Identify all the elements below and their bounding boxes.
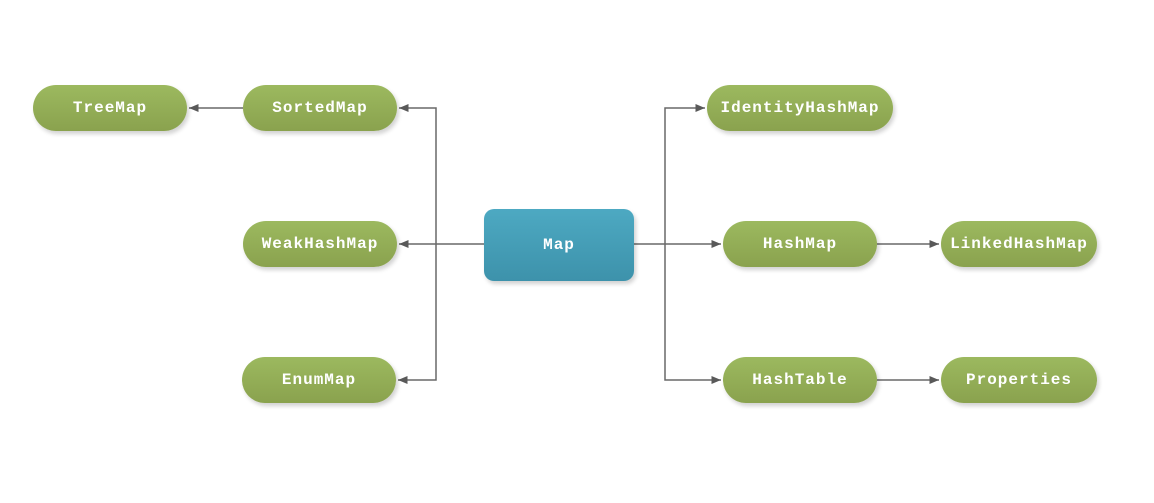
node-label: LinkedHashMap: [950, 235, 1088, 253]
edge-map-to-enummap: [398, 244, 437, 384]
node-label: TreeMap: [72, 99, 148, 117]
node-hashmap[interactable]: HashMap: [723, 221, 877, 267]
node-label: HashTable: [752, 371, 848, 389]
node-map[interactable]: Map: [484, 209, 634, 281]
node-hashtable[interactable]: HashTable: [723, 357, 877, 403]
node-weakhashmap[interactable]: WeakHashMap: [243, 221, 397, 267]
node-treemap[interactable]: TreeMap: [33, 85, 187, 131]
node-identityhashmap[interactable]: IdentityHashMap: [707, 85, 893, 131]
node-label: WeakHashMap: [261, 235, 379, 253]
node-label: HashMap: [762, 235, 838, 253]
edge-map-to-hashtable: [664, 244, 721, 384]
edge-map-to-sortedmap: [399, 104, 437, 244]
node-label: IdentityHashMap: [720, 99, 880, 117]
node-label: Properties: [965, 371, 1072, 389]
node-label: Map: [543, 236, 575, 254]
node-enummap[interactable]: EnumMap: [242, 357, 396, 403]
node-linkedhashmap[interactable]: LinkedHashMap: [941, 221, 1097, 267]
node-properties[interactable]: Properties: [941, 357, 1097, 403]
node-sortedmap[interactable]: SortedMap: [243, 85, 397, 131]
edge-map-to-identityhashmap: [664, 104, 705, 244]
node-label: SortedMap: [272, 99, 368, 117]
node-label: EnumMap: [281, 371, 357, 389]
